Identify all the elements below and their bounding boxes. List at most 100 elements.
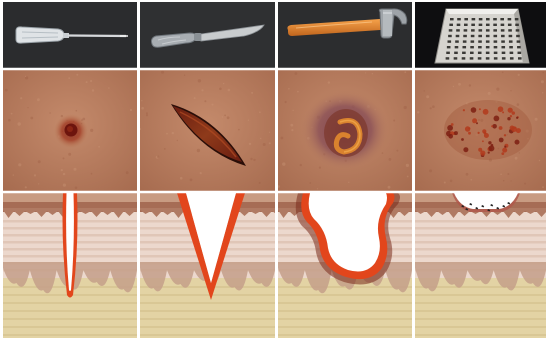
skin-speckle [388, 186, 391, 189]
skin-speckle [18, 122, 21, 125]
skin-speckle [172, 132, 174, 134]
skin-speckle [164, 148, 166, 150]
abrasion-dot [479, 108, 481, 110]
grater-hole [502, 57, 506, 59]
skin-speckle [76, 110, 78, 112]
skin-speckle [38, 183, 39, 184]
abrasion-dot [501, 152, 504, 155]
skin-speckle [269, 142, 271, 144]
grater-hole [508, 24, 512, 26]
laceration-cross-section [278, 193, 421, 341]
skin-speckle [249, 143, 251, 145]
grater-hole [486, 24, 490, 26]
skin-speckle [18, 163, 21, 166]
subcutis-stripe [278, 334, 412, 336]
skin-speckle [141, 100, 142, 101]
skin-speckle [466, 173, 469, 176]
grater-hole [494, 57, 498, 59]
grater-hole [486, 18, 490, 20]
tools-row [3, 2, 546, 68]
grater-hole [446, 57, 450, 59]
skin-speckle [348, 182, 349, 183]
skin-speckle [194, 97, 196, 99]
skin-speckle [524, 183, 526, 185]
skin-speckle [309, 182, 311, 184]
subcutis-stripe [3, 310, 137, 312]
grater-hole [500, 18, 504, 20]
subcutis-stripe [415, 326, 546, 328]
grater-hole [518, 57, 522, 59]
skin-speckle [74, 168, 77, 171]
abrasion-dot [463, 109, 465, 111]
skin-speckle [285, 101, 287, 103]
skin-speckle [541, 80, 544, 83]
contusion-wound [301, 90, 389, 170]
grater-hole [517, 40, 521, 42]
skin-speckle [382, 152, 384, 154]
skin-speckle [290, 124, 293, 127]
grater-hole [518, 52, 522, 54]
skin-speckle [295, 72, 298, 75]
skin-speckle [161, 71, 164, 74]
skin-speckle [238, 129, 240, 131]
grater-hole [462, 57, 466, 59]
subcutis-stripe [140, 318, 275, 320]
abrasion-dot [502, 148, 507, 153]
skin-speckle [519, 152, 520, 153]
subcutis-stripe [278, 310, 412, 312]
skin-speckle [396, 150, 398, 152]
skin-speckle [201, 89, 203, 91]
dermis-stripe [415, 248, 546, 251]
grater-hole [455, 40, 459, 42]
skin-speckle [126, 171, 129, 174]
skin-speckle [424, 90, 425, 91]
skin-speckle [535, 118, 538, 121]
grater-hole [486, 29, 490, 31]
skin-speckle [453, 86, 454, 87]
grater-hole [515, 18, 519, 20]
abrasion-dot [451, 123, 454, 126]
grater-hole [501, 40, 505, 42]
grater-hole [470, 46, 474, 48]
skin-speckle [253, 159, 255, 161]
subcutis-stripe [278, 326, 412, 328]
skin-speckle [319, 167, 321, 169]
grater-hole [478, 35, 482, 37]
grater-hole [464, 29, 468, 31]
grater-hole [471, 24, 475, 26]
skin-speckle [212, 104, 214, 106]
abrasion-dot [483, 109, 489, 115]
skin-speckle [317, 188, 318, 189]
skin-speckle [259, 111, 261, 113]
grater-hole [517, 46, 521, 48]
abrasion-dot [465, 126, 470, 131]
skin-row [3, 70, 546, 191]
grater-hole [464, 24, 468, 26]
skin-speckle [61, 169, 63, 171]
dermis-stripe [415, 241, 546, 244]
skin-speckle [511, 180, 512, 181]
grater-hole [501, 29, 505, 31]
skin-speckle [450, 180, 453, 183]
grater-hole [479, 29, 483, 31]
skin-speckle [251, 92, 253, 94]
grater-hole [447, 46, 451, 48]
skin-speckle [248, 120, 249, 121]
incision-cross-section [140, 193, 283, 341]
puncture-cross-section [3, 193, 146, 341]
abrasion-dot [448, 134, 453, 139]
grater-hole [450, 18, 454, 20]
skin-speckle [260, 138, 261, 139]
subcutis-stripe [415, 318, 546, 320]
skin-speckle [282, 162, 285, 165]
grater-hole [471, 29, 475, 31]
abrasion-dot [516, 117, 518, 119]
skin-speckle [63, 184, 66, 187]
skin-speckle [68, 153, 71, 156]
grater-hole [494, 52, 498, 54]
grater-hole [516, 35, 520, 37]
abrasion-dot [482, 140, 484, 142]
grater-hole [501, 24, 505, 26]
grater-hole [509, 40, 513, 42]
